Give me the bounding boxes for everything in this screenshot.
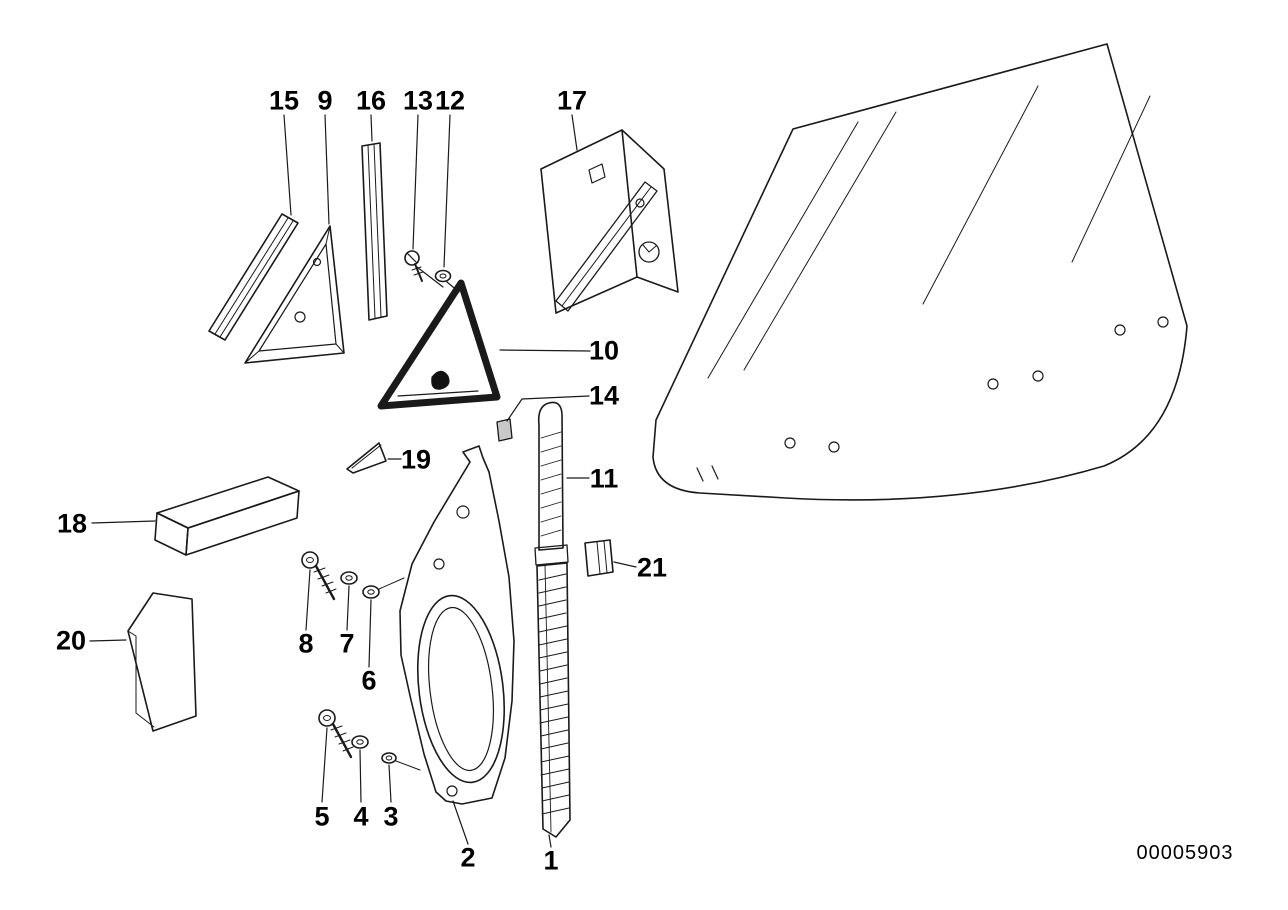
part-4-washer: [351, 735, 369, 749]
part-15-sealing-strip: [208, 213, 299, 341]
part-7-washer: [340, 571, 358, 585]
callout-18: 18: [56, 508, 88, 539]
part-10-quarter-window-seal: [377, 279, 501, 410]
callout-9: 9: [317, 85, 333, 116]
callout-14: 14: [588, 380, 620, 411]
part-20-cover-plate: [127, 592, 197, 732]
callout-19: 19: [400, 444, 432, 475]
part-13-screw: [404, 250, 424, 282]
part-11-guide-channel-upper: [534, 401, 569, 566]
part-1-guide-channel-lower: [536, 562, 571, 838]
part-12-washer: [434, 269, 452, 283]
callout-12: 12: [434, 85, 466, 116]
part-6-washer: [362, 577, 405, 599]
part-18-damper-bar: [154, 476, 300, 556]
callout-16: 16: [355, 85, 387, 116]
part-9-window-frame: [244, 225, 345, 364]
callout-21: 21: [636, 552, 668, 583]
doc-number: 00005903: [1136, 842, 1234, 864]
part-19-wedge: [346, 442, 387, 474]
part-17-mounting-bracket: [540, 129, 679, 314]
callout-15: 15: [268, 85, 300, 116]
part-3-washer: [381, 752, 421, 771]
callout-6: 6: [361, 665, 377, 696]
part-5-screw: [318, 709, 354, 759]
callout-8: 8: [298, 628, 314, 659]
callout-13: 13: [402, 85, 434, 116]
callout-20: 20: [55, 625, 87, 656]
callout-10: 10: [588, 335, 620, 366]
callout-3: 3: [383, 801, 399, 832]
part-8-screw: [301, 551, 337, 601]
callout-4: 4: [353, 801, 369, 832]
leader-lines: [89, 114, 637, 848]
callout-11: 11: [589, 463, 619, 494]
part-16-channel-strip: [361, 142, 388, 321]
callout-2: 2: [460, 842, 476, 873]
part-2-window-guide-frame: [399, 445, 515, 805]
door-glass: [652, 43, 1188, 501]
callout-7: 7: [339, 628, 355, 659]
callout-5: 5: [314, 801, 330, 832]
callout-1: 1: [543, 845, 559, 876]
part-14-clip: [496, 418, 513, 442]
part-21-clip: [584, 539, 614, 577]
callout-17: 17: [556, 85, 588, 116]
